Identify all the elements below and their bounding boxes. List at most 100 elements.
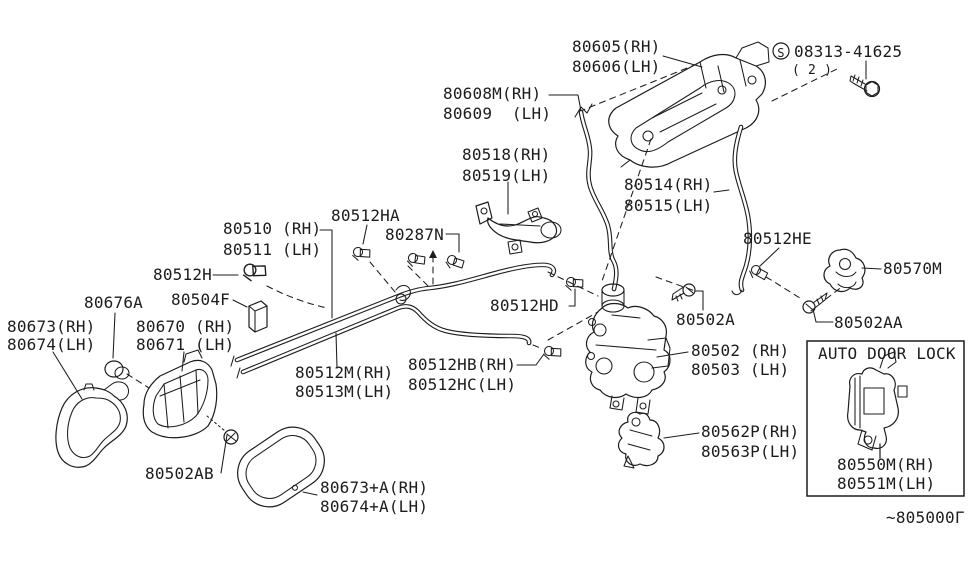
line-art: [847, 367, 899, 449]
label-80502AB: 80502AB: [145, 464, 214, 483]
line-art: [152, 369, 209, 428]
line-art: [543, 345, 555, 357]
label-80502AA: 80502AA: [834, 313, 903, 332]
line-art: [142, 359, 218, 439]
leader-80514: [713, 189, 730, 193]
line-art: [369, 261, 396, 293]
leader-80512M: [335, 332, 338, 369]
fastener-symbol: S: [777, 46, 784, 60]
line-art: [682, 283, 696, 297]
line-art: [159, 369, 201, 429]
hex-bolt-drawing: [849, 74, 881, 98]
leader-80605: [662, 55, 703, 68]
line-art: [651, 59, 747, 133]
line-art: [863, 387, 885, 415]
label-80502-line2: 80503 (LH): [691, 360, 789, 379]
label-80570M: 80570M: [883, 259, 942, 278]
label-80670-line2: 80671 (LH): [136, 335, 234, 354]
line-art: [407, 265, 431, 289]
fastener-symbol-circle: [772, 42, 790, 60]
line-art: [865, 80, 879, 97]
handle-gasket-drawing: [237, 426, 325, 508]
line-art: [543, 347, 562, 360]
label-80512M-line2: 80513M(LH): [295, 382, 393, 401]
pad-80504F-icon: [248, 300, 268, 333]
label-80605-line2: 80606(LH): [572, 57, 661, 76]
label-80673A-line1: 80673+A(RH): [320, 478, 428, 497]
inside-handle-drawing: [142, 349, 218, 439]
line-art: [802, 300, 816, 314]
line-art: [446, 254, 458, 266]
line-art: [747, 75, 757, 85]
line-art: [511, 243, 519, 251]
leader-80512HE: [759, 247, 780, 267]
label-80510-line1: 80510 (RH): [223, 219, 321, 238]
label-80512HA: 80512HA: [331, 206, 400, 225]
line-art: [291, 484, 299, 491]
line-art: [863, 435, 873, 445]
label-80562P-line2: 80563P(LH): [701, 442, 799, 461]
leader-80287N: [445, 233, 460, 253]
inside-handle-escutcheon-drawing: [55, 381, 130, 468]
line-art: [527, 207, 543, 223]
label-80518-line2: 80519(LH): [462, 166, 551, 185]
leader-80562P: [663, 432, 700, 439]
label-80514-line2: 80515(LH): [624, 196, 713, 215]
lock-cylinder-rod-drawing: [574, 103, 619, 292]
leader-80676A: [112, 312, 116, 359]
line-art: [83, 383, 95, 391]
label-80562P-line1: 80562P(RH): [701, 422, 799, 441]
clip-80512HB-icon: [543, 345, 562, 360]
handle-bracket-drawing: [475, 201, 562, 255]
line-art: [587, 317, 597, 327]
line-art: [547, 311, 599, 341]
key-rod-drawing: [731, 124, 753, 296]
line-art: [183, 349, 203, 363]
label-80512H: 80512H: [153, 265, 212, 284]
line-art: [731, 289, 743, 296]
line-art: [835, 271, 857, 289]
line-art: [617, 411, 665, 467]
leader-80502: [656, 351, 689, 358]
line-art: [639, 402, 647, 410]
line-art: [623, 429, 653, 469]
line-art: [532, 344, 544, 350]
inset-border: [806, 340, 965, 497]
line-art: [531, 210, 539, 218]
inset-title: AUTO DOOR LOCK: [818, 344, 956, 363]
line-art: [104, 360, 124, 378]
line-art: [805, 292, 828, 312]
inside-handle-rods-drawing: [230, 262, 557, 379]
label-80676A: 80676A: [84, 293, 143, 312]
line-art: [266, 285, 328, 309]
label-80673-line2: 80674(LH): [7, 335, 96, 354]
line-art: [235, 263, 555, 362]
label-80608M-line1: 80608M(RH): [443, 84, 541, 103]
line-art: [633, 361, 655, 383]
leader-80502AA: [812, 308, 834, 323]
line-art: [242, 265, 267, 282]
clip-80512HA-icon: [352, 246, 371, 261]
line-art: [854, 375, 861, 429]
line-art: [578, 109, 619, 292]
line-art: [733, 125, 751, 292]
line-art: [771, 67, 840, 102]
label-80670-line1: 80670 (RH): [136, 317, 234, 336]
line-art: [226, 432, 237, 442]
line-art: [487, 216, 558, 244]
line-art: [540, 221, 562, 239]
label-80512HE: 80512HE: [743, 229, 812, 248]
line-art: [655, 276, 696, 292]
line-art: [675, 293, 683, 302]
label-80514-line1: 80514(RH): [624, 175, 713, 194]
line-art: [579, 110, 618, 291]
line-art: [620, 159, 631, 168]
label-80512M-line1: 80512M(RH): [295, 363, 393, 382]
label-80512HB-line2: 80512HC(LH): [408, 375, 516, 394]
outside-handle-drawing: [608, 41, 770, 168]
clip-80512HD-icon: [565, 276, 584, 291]
line-art: [852, 74, 864, 87]
leader-80510: [319, 229, 333, 319]
line-art: [585, 302, 671, 399]
